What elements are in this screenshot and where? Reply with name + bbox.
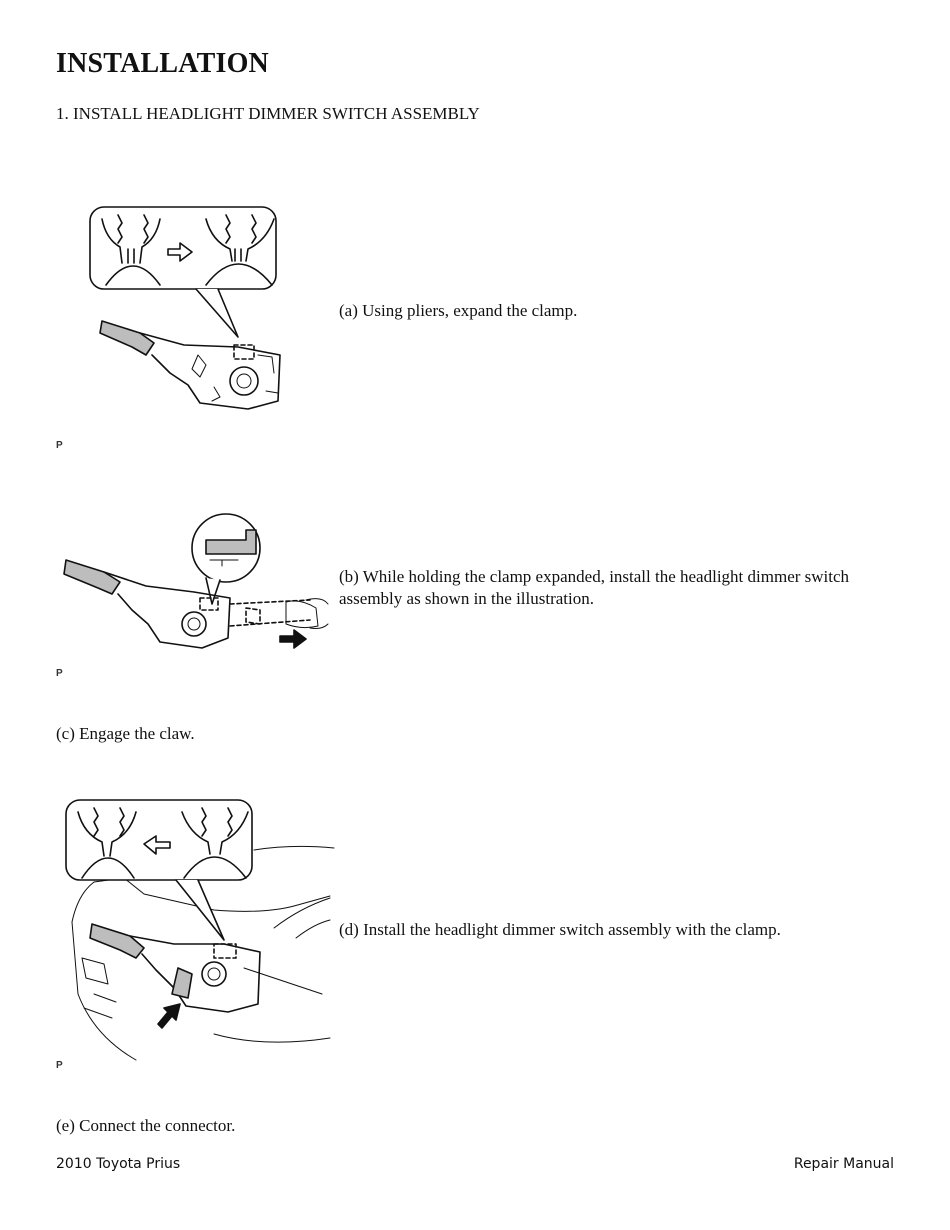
figure-expand-clamp	[89, 206, 281, 410]
step-d-text: (d) Install the headlight dimmer switch …	[339, 920, 781, 939]
page-title: INSTALLATION	[56, 48, 269, 79]
figure-hold-clamp-install	[63, 513, 329, 649]
step-e-text: (e) Connect the connector.	[56, 1116, 236, 1135]
figure-mark: P	[56, 668, 63, 679]
step-c-text: (c) Engage the claw.	[56, 724, 195, 743]
figure-mark: P	[56, 1060, 63, 1071]
step-a-text: (a) Using pliers, expand the clamp.	[339, 301, 578, 320]
step-b-text: (b) While holding the clamp expanded, in…	[339, 567, 850, 608]
figure-mark: P	[56, 440, 63, 451]
footer-right: Repair Manual	[793, 1156, 894, 1172]
footer-left: 2010 Toyota Prius	[56, 1156, 181, 1172]
section-heading: 1. INSTALL HEADLIGHT DIMMER SWITCH ASSEM…	[56, 104, 480, 123]
figure-install-with-clamp	[65, 799, 335, 1061]
